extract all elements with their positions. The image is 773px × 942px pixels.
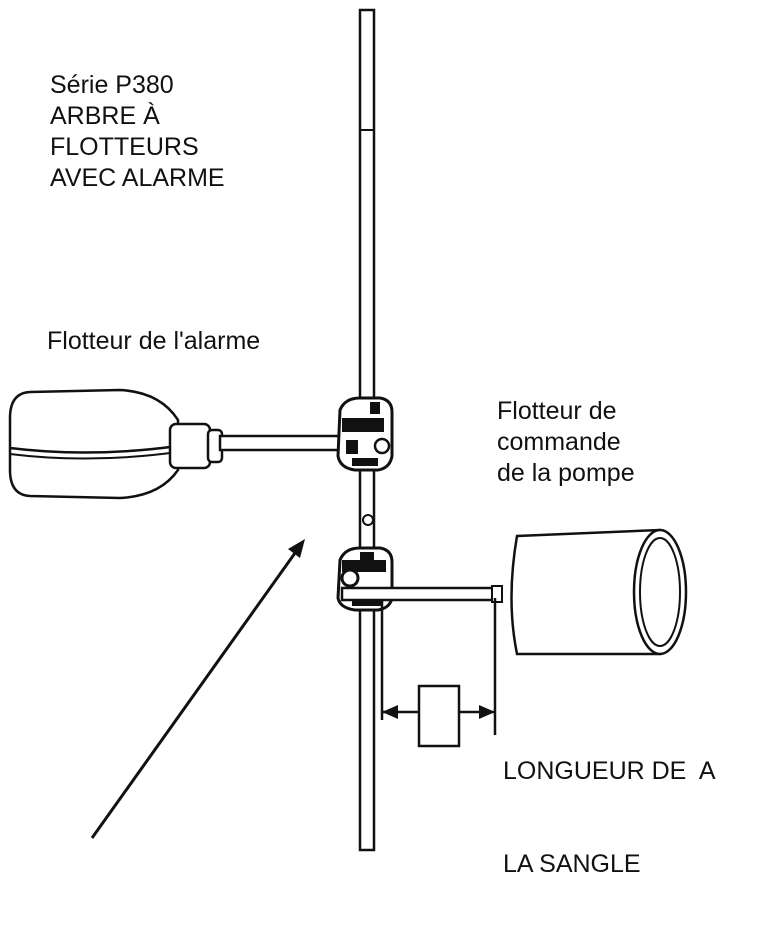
pump-float-label-line: de la pompe: [497, 459, 635, 487]
diagram-title: Série P380 ARBRE À FLOTTEURS AVEC ALARME: [50, 70, 225, 194]
strap-length-label-line: LONGUEUR DE A: [503, 757, 716, 785]
pump-float-label: Flotteur de commande de la pompe: [497, 396, 635, 489]
alarm-float-clamp: [336, 396, 394, 472]
pump-float: [340, 528, 688, 720]
pointer-arrow: [90, 539, 305, 839]
strap-length-dimension: [382, 598, 497, 748]
title-line: AVEC ALARME: [50, 164, 225, 192]
pump-float-label-line: commande: [497, 428, 621, 456]
alarm-float-label: Flotteur de l'alarme: [47, 327, 261, 355]
title-line: FLOTTEURS: [50, 133, 199, 161]
pump-float-label-line: Flotteur de: [497, 397, 617, 425]
title-line: Série P380: [50, 71, 174, 99]
strap-length-label: LONGUEUR DE A LA SANGLE: [503, 694, 716, 942]
title-line: ARBRE À: [50, 102, 160, 130]
diagram-drawing: [8, 8, 688, 852]
alarm-float: [8, 388, 347, 500]
float-tree-diagram: Série P380 ARBRE À FLOTTEURS AVEC ALARME…: [8, 8, 716, 878]
